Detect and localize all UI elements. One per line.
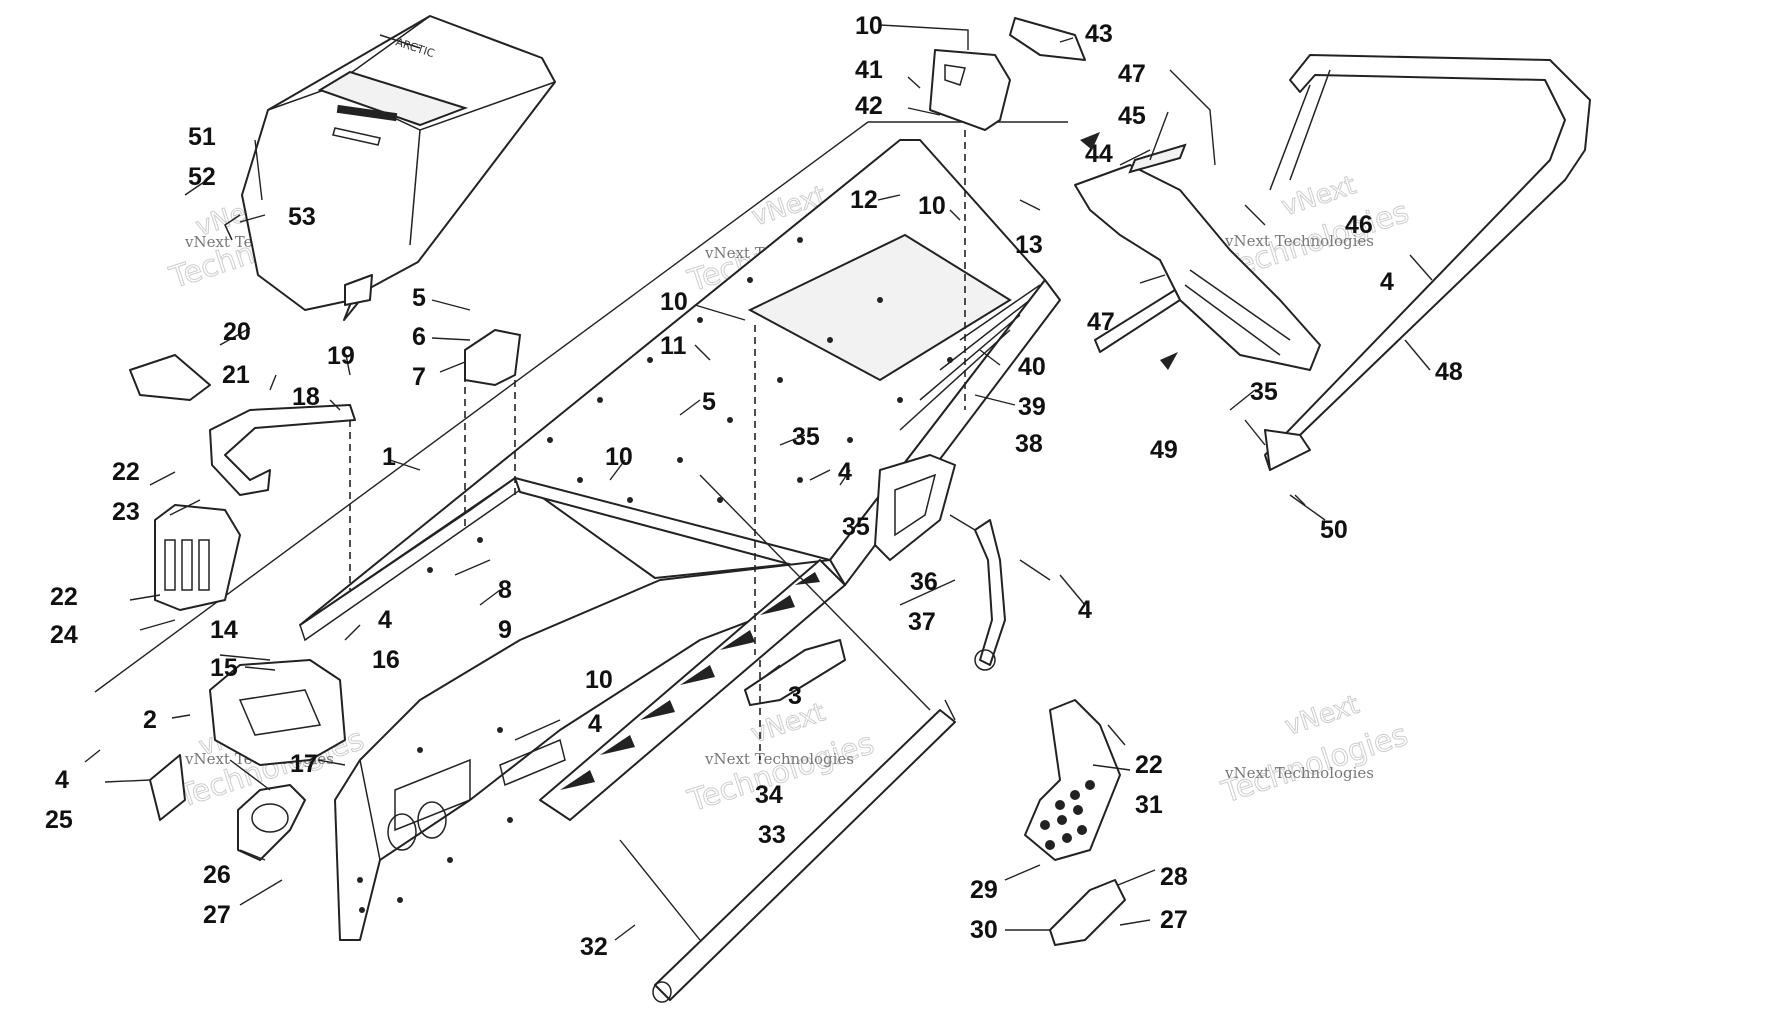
callout-label: 17 [290,750,318,778]
callout-label: 14 [210,616,238,644]
callout-label: 40 [1018,353,1046,381]
callout-label: 30 [970,916,998,944]
callout-label: 22 [50,583,78,611]
callout-label: 35 [842,513,870,541]
watermark-line: vNext Technologies [704,750,854,768]
callout-label: 34 [755,781,783,809]
callout-label: 10 [918,192,946,220]
callout-label: 43 [1085,20,1113,48]
callout-label: 9 [498,616,512,644]
callout-label: 10 [855,12,883,40]
mount-bracket-part [464,329,521,386]
callout-label: 21 [222,361,250,389]
heat-shield-part [154,504,241,611]
chassis-side-part [334,559,846,941]
callout-label: 39 [1018,393,1046,421]
callout-label: 4 [55,766,69,794]
callout-label: 10 [585,666,613,694]
callout-label: 48 [1435,358,1463,386]
callout-label: 22 [1135,751,1163,779]
callout-label: 47 [1118,60,1146,88]
watermark-line: vNext Technologies [1224,764,1374,782]
rear-bumper-part [1264,54,1591,471]
seat-part: ARCTIC [224,15,556,321]
lower-bracket-part [744,639,846,706]
callout-label: 31 [1135,791,1163,819]
step-part [1049,879,1126,946]
callout-label: 4 [1078,596,1092,624]
callout-label: 24 [50,621,78,649]
callout-label: 51 [188,123,216,151]
callout-label: 45 [1118,102,1146,130]
direction-arrows [1080,132,1178,370]
front-bracket-part [149,659,346,821]
callout-label: 18 [292,383,320,411]
callout-label: 10 [605,443,633,471]
callout-label: 6 [412,323,426,351]
callout-label: 36 [910,568,938,596]
callout-label: 47 [1087,308,1115,336]
grab-bar-part [209,404,356,496]
callout-label: 27 [203,901,231,929]
callout-label: 20 [223,318,251,346]
callout-label: 38 [1015,430,1043,458]
callout-label: 52 [188,163,216,191]
callout-label: 3 [788,682,802,710]
callout-label: 33 [758,821,786,849]
strap-part [974,519,1006,671]
callout-label: 16 [372,646,400,674]
callout-labels: 10 43 41 47 42 45 44 51 52 53 12 10 13 4… [45,12,1463,961]
watermark-line: vNext Technologies [1224,232,1374,250]
foot-plate-part [1024,699,1121,861]
callout-label: 28 [1160,863,1188,891]
callout-label: 19 [327,342,355,370]
callout-label: 22 [112,458,140,486]
callout-label: 49 [1150,436,1178,464]
callout-label: 23 [112,498,140,526]
callout-label: 37 [908,608,936,636]
callout-label: 25 [45,806,73,834]
callout-label: 35 [1250,378,1278,406]
callout-label: 5 [702,388,716,416]
callout-label: 4 [838,458,852,486]
callout-label: 42 [855,92,883,120]
callout-label: 4 [588,710,602,738]
callout-label: 11 [660,332,687,360]
callout-label: 12 [850,186,878,214]
side-bracket-part [874,454,956,561]
callout-label: 4 [1380,268,1394,296]
callout-label: 27 [1160,906,1188,934]
step-plate-part [237,784,306,861]
callout-label: 5 [412,284,426,312]
bracket-cover-part [129,354,211,401]
leader-lines [84,24,1433,941]
callout-label: 41 [855,56,883,84]
callout-label: 35 [792,423,820,451]
callout-label: 32 [580,933,608,961]
callout-label: 15 [210,654,238,682]
rear-flap-part [1074,143,1321,371]
callout-label: 29 [970,876,998,904]
rear-bracket-part [929,49,1011,131]
callout-label: 53 [288,203,316,231]
callout-label: 8 [498,576,512,604]
assembly-lines [349,130,966,760]
callout-label: 1 [382,443,396,471]
callout-label: 26 [203,861,231,889]
callout-label: 13 [1015,231,1043,259]
callout-label: 4 [378,606,392,634]
bumper-mount-part [1009,17,1086,61]
callout-label: 2 [143,706,157,734]
callout-label: 7 [412,363,426,391]
callout-label: 50 [1320,516,1348,544]
cross-tube-part [652,709,956,1003]
callout-label: 46 [1345,211,1373,239]
callout-label: 10 [660,288,688,316]
